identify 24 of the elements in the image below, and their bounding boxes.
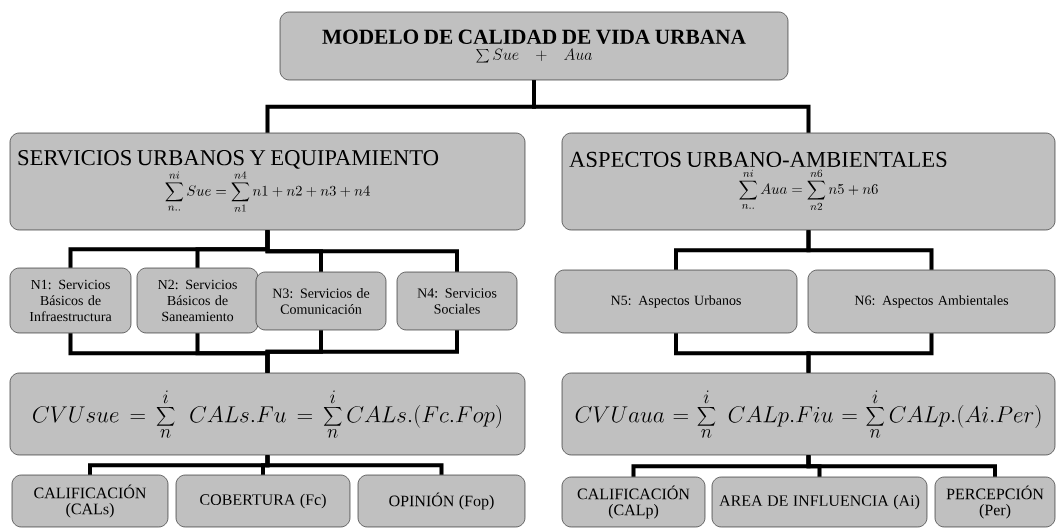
- factor-box: CALIFICACIÓN (CALp): [561, 476, 706, 528]
- factor-box: PERCEPCIÓN (Per): [934, 476, 1056, 528]
- title-box: MODELO DE CALIDAD DE VIDA URBANA $\sum Sue + Aua$: [279, 11, 789, 81]
- factor-box: AREA DE INFLUENCIA (Ai): [711, 476, 928, 528]
- connector: [806, 455, 997, 477]
- connector: [265, 230, 459, 272]
- category-box: ASPECTOS URBANO-AMBIENTALES $\sum_{n..}^{ni} Aua = \sum_{n2}^{n6} n5 + n6$: [561, 132, 1056, 231]
- connector: [806, 230, 934, 270]
- formula-box: $CVUaua = \sum_{n}^{i}\; CALp.Fiu = \sum_{n}^{i} CALp.(Ai.Per)$: [561, 372, 1056, 456]
- subcategory-box: N1: Servicios Básicos de Infraestructura: [9, 267, 132, 334]
- subcategory-box: N3: Servicios de Comunicación: [255, 271, 387, 331]
- subcategory-box: N6: Aspectos Ambientales: [807, 269, 1056, 334]
- connector: [265, 330, 459, 373]
- factor-box: CALIFICACIÓN (CALs): [11, 474, 169, 528]
- formula-box: $CVUsue = \sum_{n}^{i}\; CALs.Fu = \sum_{n}^{i} CALs.(Fc.Fop)$: [9, 372, 526, 456]
- connector: [265, 455, 444, 475]
- factor-box: OPINIÓN (Fop): [357, 474, 526, 528]
- factor-box: COBERTURA (Fc): [175, 474, 351, 528]
- connector: [532, 80, 811, 133]
- connector: [806, 333, 934, 373]
- subcategory-box: N5: Aspectos Urbanos: [554, 269, 798, 334]
- subcategory-box: N4: Servicios Sociales: [396, 271, 518, 331]
- subcategory-box: N2: Servicios Básicos de Saneamiento: [136, 267, 259, 334]
- category-box: SERVICIOS URBANOS Y EQUIPAMIENTO $\sum_{n..}^{ni} Sue = \sum_{n1}^{n4} n1 + n2 + n3 + n4$: [9, 132, 526, 231]
